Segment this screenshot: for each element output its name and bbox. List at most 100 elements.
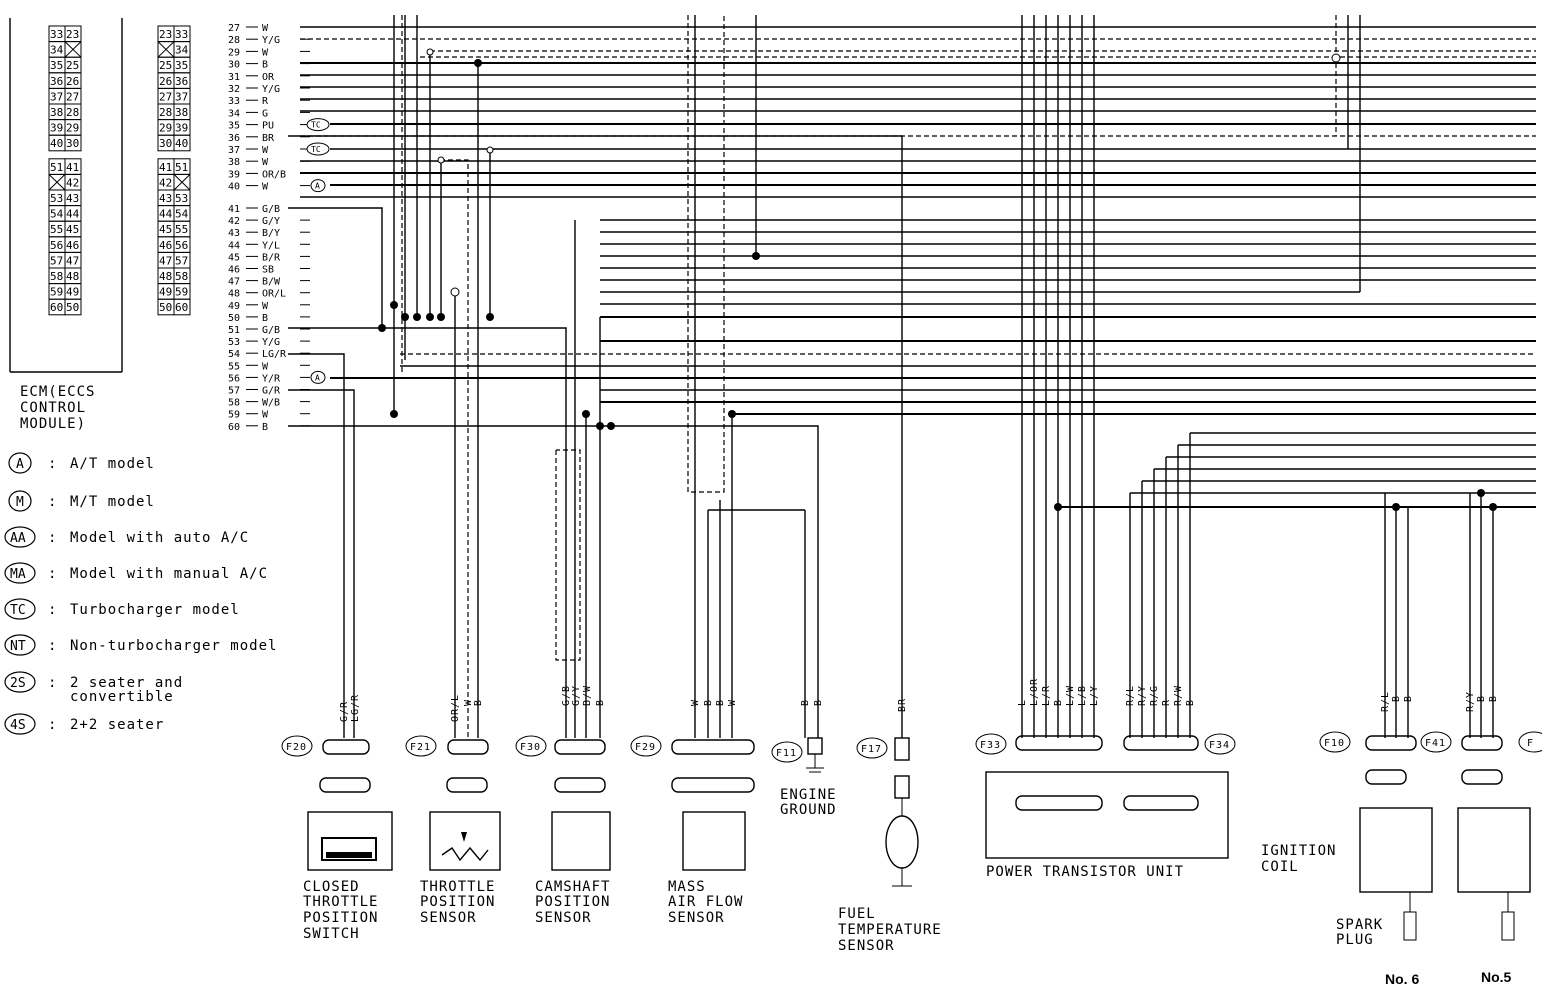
- ecm-pin-number: 23: [66, 28, 79, 41]
- ecm-pin-cell-row: 42: [157, 173, 191, 191]
- svg-text:GROUND: GROUND: [780, 802, 837, 818]
- ecm-pin-number: 44: [66, 208, 80, 221]
- wire-color: W: [262, 182, 269, 193]
- svg-text:B: B: [1391, 695, 1402, 702]
- wire-color: OR: [262, 72, 275, 83]
- legend-item: TC:Turbocharger model: [4, 598, 240, 620]
- svg-text:G/R: G/R: [339, 701, 350, 722]
- ecm-pin-number: 33: [175, 28, 188, 41]
- svg-text:AIR FLOW: AIR FLOW: [668, 894, 743, 910]
- svg-text:L/Y: L/Y: [1089, 685, 1100, 706]
- ecm-pin-number: 56: [175, 239, 188, 252]
- ecm-pin-number: 46: [159, 239, 172, 252]
- legend-item: AA:Model with auto A/C: [4, 526, 248, 548]
- legend-text: 2 seater and: [70, 675, 183, 691]
- ecm-pin-number: 55: [50, 223, 63, 236]
- legend-symbol: 2S: [10, 676, 26, 691]
- wire-color: G/B: [262, 204, 280, 215]
- wire-color: LG/R: [262, 349, 287, 360]
- wire-color: OR/L: [262, 289, 286, 300]
- harness-vertical-wires: [288, 15, 1494, 738]
- ecm-pin-number: 54: [50, 208, 64, 221]
- ecm-pin-number: 50: [66, 301, 79, 314]
- svg-text:R/Y: R/Y: [1137, 685, 1148, 706]
- ecm-pin-number: 56: [50, 239, 63, 252]
- svg-text:R/L: R/L: [1380, 691, 1391, 712]
- pin-number: 45: [228, 252, 240, 263]
- wire-color: B/W: [262, 277, 281, 288]
- ecm-pin-number: 39: [50, 122, 63, 135]
- svg-text:MASS: MASS: [668, 879, 706, 895]
- ecm-pin-number: 40: [50, 137, 63, 150]
- svg-text:W: W: [727, 699, 738, 706]
- svg-text::: :: [48, 566, 56, 582]
- svg-text:L: L: [1017, 699, 1028, 706]
- ecm-pin-number: 41: [66, 161, 79, 174]
- pin-number: 60: [228, 422, 240, 433]
- wire-color: B/Y: [262, 228, 280, 239]
- svg-text:L/R: L/R: [1041, 685, 1052, 706]
- wire-color: W: [262, 145, 269, 156]
- legend-item: MA:Model with manual A/C: [4, 562, 267, 584]
- wire-color: Y/G: [262, 337, 280, 348]
- svg-text:G/B: G/B: [561, 685, 572, 706]
- wire-color: G/R: [262, 386, 281, 397]
- ecm-pin-number: 27: [66, 90, 79, 103]
- wire-color: B: [262, 60, 268, 71]
- ecm-connector-box: [9, 18, 123, 373]
- pin-number: 31: [228, 72, 240, 83]
- ecm-pin-number: 53: [175, 192, 188, 205]
- wire-color: B/R: [262, 252, 281, 263]
- ecm-pin-number: 39: [175, 122, 188, 135]
- ecm-pin-number: 58: [175, 270, 188, 283]
- svg-text:FUEL: FUEL: [838, 906, 876, 922]
- ecm-pin-number: 53: [50, 192, 63, 205]
- ecm-pin-number: 26: [66, 75, 79, 88]
- pin-number: 49: [228, 301, 240, 312]
- svg-text:TC: TC: [311, 145, 321, 154]
- wire-color: Y/L: [262, 240, 280, 251]
- ecm-pin-number: 45: [159, 223, 172, 236]
- pin-number: 54: [228, 349, 240, 360]
- ecm-pin-number: 47: [66, 254, 79, 267]
- wire-color: Y/G: [262, 84, 280, 95]
- model-tag: TC: [306, 118, 330, 132]
- svg-text:No.5: No.5: [1481, 969, 1512, 985]
- ecm-pin-number: 37: [175, 90, 188, 103]
- svg-text:B: B: [1403, 695, 1414, 702]
- pin-number: 41: [228, 204, 240, 215]
- pin-number: 39: [228, 169, 240, 180]
- pin-number: 55: [228, 361, 240, 372]
- legend-symbol: 4S: [10, 718, 26, 733]
- legend-text: A/T model: [70, 456, 155, 472]
- svg-text:PLUG: PLUG: [1336, 932, 1374, 948]
- svg-text:A: A: [315, 182, 320, 191]
- svg-text:L/OR: L/OR: [1029, 678, 1040, 706]
- svg-text:R/L: R/L: [1125, 685, 1136, 706]
- svg-text:A: A: [315, 373, 320, 382]
- ecm-pin-number: 48: [159, 270, 172, 283]
- svg-text:R/G: R/G: [1149, 685, 1160, 706]
- connector-f10-f41: R/L B B F10 F41 R/Y B B F IGNITION COIL …: [1261, 691, 1542, 987]
- legend-text: Turbocharger model: [70, 602, 240, 618]
